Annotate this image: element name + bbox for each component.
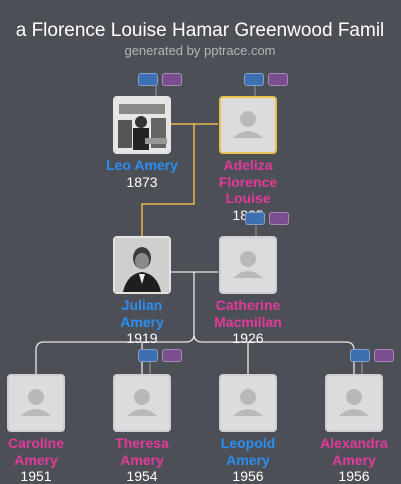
person-birth-year: 1926 (232, 330, 264, 346)
placeholder-avatar-icon (219, 236, 277, 294)
ancestor-connector (141, 123, 218, 236)
expand-siblings-button[interactable] (269, 212, 289, 225)
person-name: Caroline Amery (7, 435, 64, 468)
expand-parents-button[interactable] (245, 212, 265, 225)
person-catherine-macmillan[interactable]: Catherine Macmillan 1926 (188, 236, 308, 346)
expand-parents-button[interactable] (244, 73, 264, 86)
expand-parents-button[interactable] (138, 349, 158, 362)
expand-siblings-button[interactable] (162, 349, 182, 362)
person-leopold-amery[interactable]: Leopold Amery 1956 (188, 374, 308, 484)
person-name: Leopold Amery (220, 435, 276, 468)
person-name: Adeliza Florence Louise (218, 157, 278, 206)
expand-parents-button[interactable] (138, 73, 158, 86)
person-name: Julian Amery (120, 297, 164, 330)
person-adeliza-florence-louise[interactable]: Adeliza Florence Louise 1885 (188, 96, 308, 223)
person-name: Leo Amery (106, 157, 178, 173)
person-birth-year: 1951 (20, 468, 52, 484)
person-birth-year: 1954 (126, 468, 158, 484)
placeholder-avatar-icon (219, 374, 277, 432)
placeholder-avatar-icon (325, 374, 383, 432)
chart-title: a Florence Louise Hamar Greenwood Famil (15, 20, 385, 41)
placeholder-avatar-icon (219, 96, 277, 154)
expand-parents-button[interactable] (350, 349, 370, 362)
placeholder-avatar-icon (113, 374, 171, 432)
expand-siblings-button[interactable] (374, 349, 394, 362)
portrait-photo (113, 236, 171, 294)
portrait-photo (113, 96, 171, 154)
person-name: Catherine Macmillan (214, 297, 282, 330)
person-leo-amery[interactable]: Leo Amery 1873 (82, 96, 202, 190)
person-birth-year: 1873 (126, 173, 158, 190)
person-birth-year: 1956 (338, 468, 370, 484)
person-name: Alexandra Amery (320, 435, 388, 468)
person-julian-amery[interactable]: Julian Amery 1919 (82, 236, 202, 346)
children-connector (35, 272, 355, 374)
expand-siblings-button[interactable] (268, 73, 288, 86)
chart-subtitle: generated by pptrace.com (124, 43, 276, 58)
person-alexandra-amery[interactable]: Alexandra Amery 1956 (294, 374, 401, 484)
placeholder-avatar-icon (7, 374, 65, 432)
person-caroline-amery[interactable]: Caroline Amery 1951 (0, 374, 96, 484)
expand-siblings-button[interactable] (162, 73, 182, 86)
person-birth-year: 1956 (232, 468, 264, 484)
person-name: Theresa Amery (115, 435, 169, 468)
person-theresa-amery[interactable]: Theresa Amery 1954 (82, 374, 202, 484)
person-birth-year: 1919 (126, 330, 158, 346)
